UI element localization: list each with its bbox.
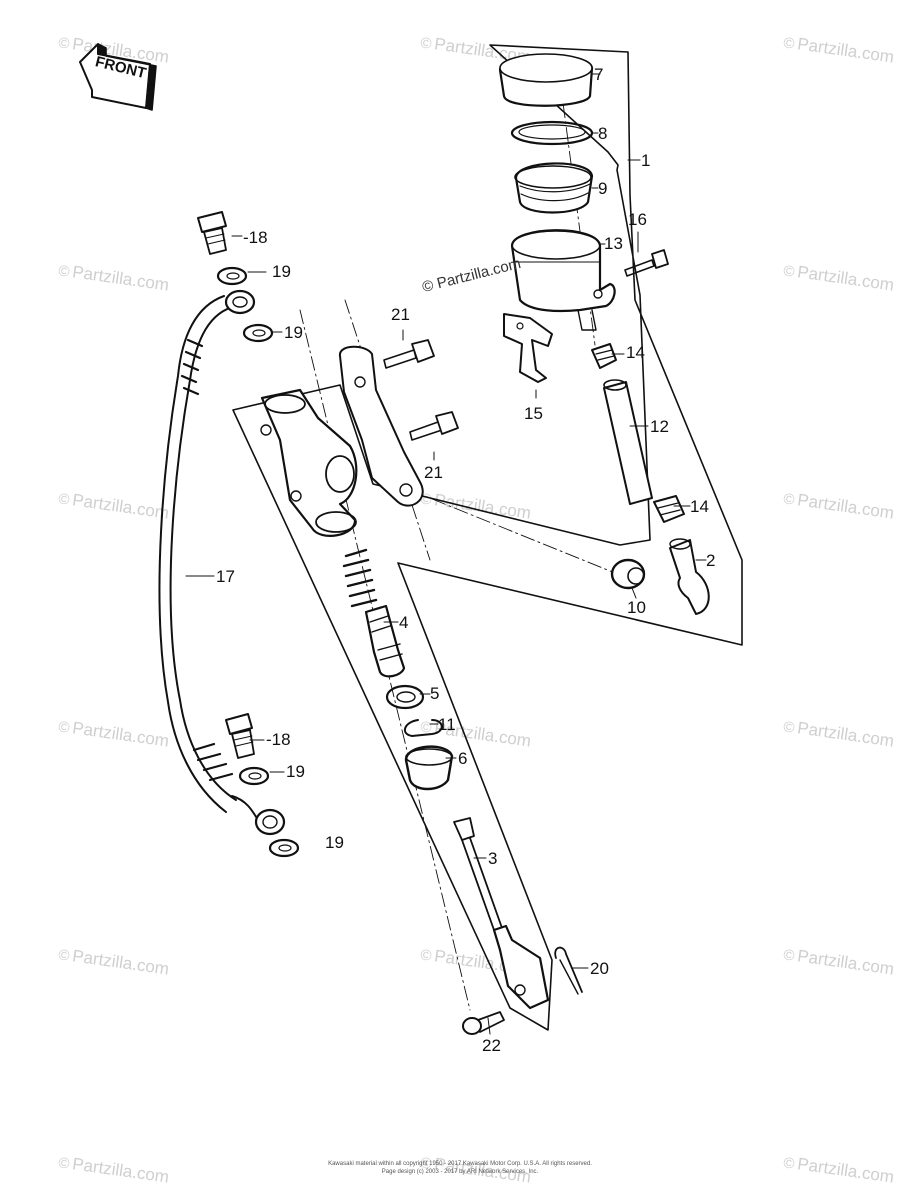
- callout-19-c: 19: [286, 762, 305, 781]
- push-rod: [453, 817, 550, 1010]
- callout-1: 1: [641, 151, 651, 170]
- callout-4: 4: [399, 613, 409, 632]
- callout-5: 5: [430, 684, 440, 703]
- callout-14-upper: 14: [626, 343, 645, 362]
- copper-washer: [242, 323, 274, 343]
- footer-copyright: Kawasaki material within all copyright 1…: [300, 1160, 620, 1176]
- callout-22: 22: [482, 1036, 501, 1055]
- mount-bolt: [383, 339, 435, 369]
- banjo-bolt: [225, 713, 255, 759]
- mount-bolt: [409, 411, 459, 441]
- banjo-fitting: [224, 289, 256, 315]
- footer-line: Kawasaki material within all copyright 1…: [328, 1161, 592, 1167]
- diaphragm: [514, 162, 594, 214]
- inlet-fitting: [669, 538, 710, 615]
- callout-3: 3: [488, 849, 498, 868]
- callout-7: 7: [594, 65, 604, 84]
- callout-21-upper: 21: [391, 305, 410, 324]
- callout-9: 9: [598, 179, 608, 198]
- callout-19-d: 19: [325, 833, 344, 852]
- piston: [364, 604, 406, 678]
- callout-19-b: 19: [284, 323, 303, 342]
- callout-12: 12: [650, 417, 669, 436]
- reservoir-hose: [603, 379, 653, 505]
- grommet: [610, 558, 646, 590]
- callout-18-lower: -18: [266, 730, 291, 749]
- callout-18-upper: -18: [243, 228, 268, 247]
- reservoir: [510, 229, 616, 331]
- leader-lines: [185, 73, 707, 1035]
- banjo-bolt: [197, 211, 227, 255]
- callout-20: 20: [590, 959, 609, 978]
- callout-21-lower: 21: [424, 463, 443, 482]
- front-arrow-icon: FRONT: [79, 43, 157, 111]
- center-lines: [299, 79, 621, 1011]
- reservoir-bracket: [503, 313, 553, 383]
- copper-washer: [216, 266, 248, 286]
- clevis-pin: [462, 1011, 505, 1035]
- footer-line: Page design (c) 2003 - 2017 by ARI Netwo…: [381, 1169, 539, 1175]
- hose-clamp: [591, 343, 617, 369]
- brake-hose: [158, 295, 237, 813]
- callout-11: 11: [438, 715, 456, 734]
- callout-17: 17: [216, 567, 235, 586]
- dust-boot: [404, 745, 454, 791]
- banjo-fitting: [231, 795, 286, 836]
- callout-14-lower: 14: [690, 497, 709, 516]
- assembly-outline: [232, 44, 743, 1031]
- reservoir-cap: [498, 53, 594, 107]
- cotter-pin: [554, 946, 583, 995]
- callout-15: 15: [524, 404, 543, 423]
- callout-10: 10: [627, 598, 646, 617]
- hose-clamp: [653, 495, 685, 523]
- callout-16: 16: [628, 210, 647, 229]
- copper-washer: [238, 766, 270, 786]
- spring: [342, 548, 378, 608]
- master-cylinder-body: [260, 388, 358, 537]
- diaphragm-plate: [510, 120, 594, 146]
- reservoir-screw: [624, 249, 669, 277]
- callout-19-a: 19: [272, 262, 291, 281]
- circlip: [403, 719, 443, 737]
- copper-washer: [268, 838, 300, 858]
- mount-bracket: [339, 345, 424, 507]
- callout-8: 8: [598, 124, 608, 143]
- callout-2: 2: [706, 551, 716, 570]
- piston-washer: [385, 684, 425, 710]
- callout-13: 13: [604, 234, 623, 253]
- callout-6: 6: [458, 749, 468, 768]
